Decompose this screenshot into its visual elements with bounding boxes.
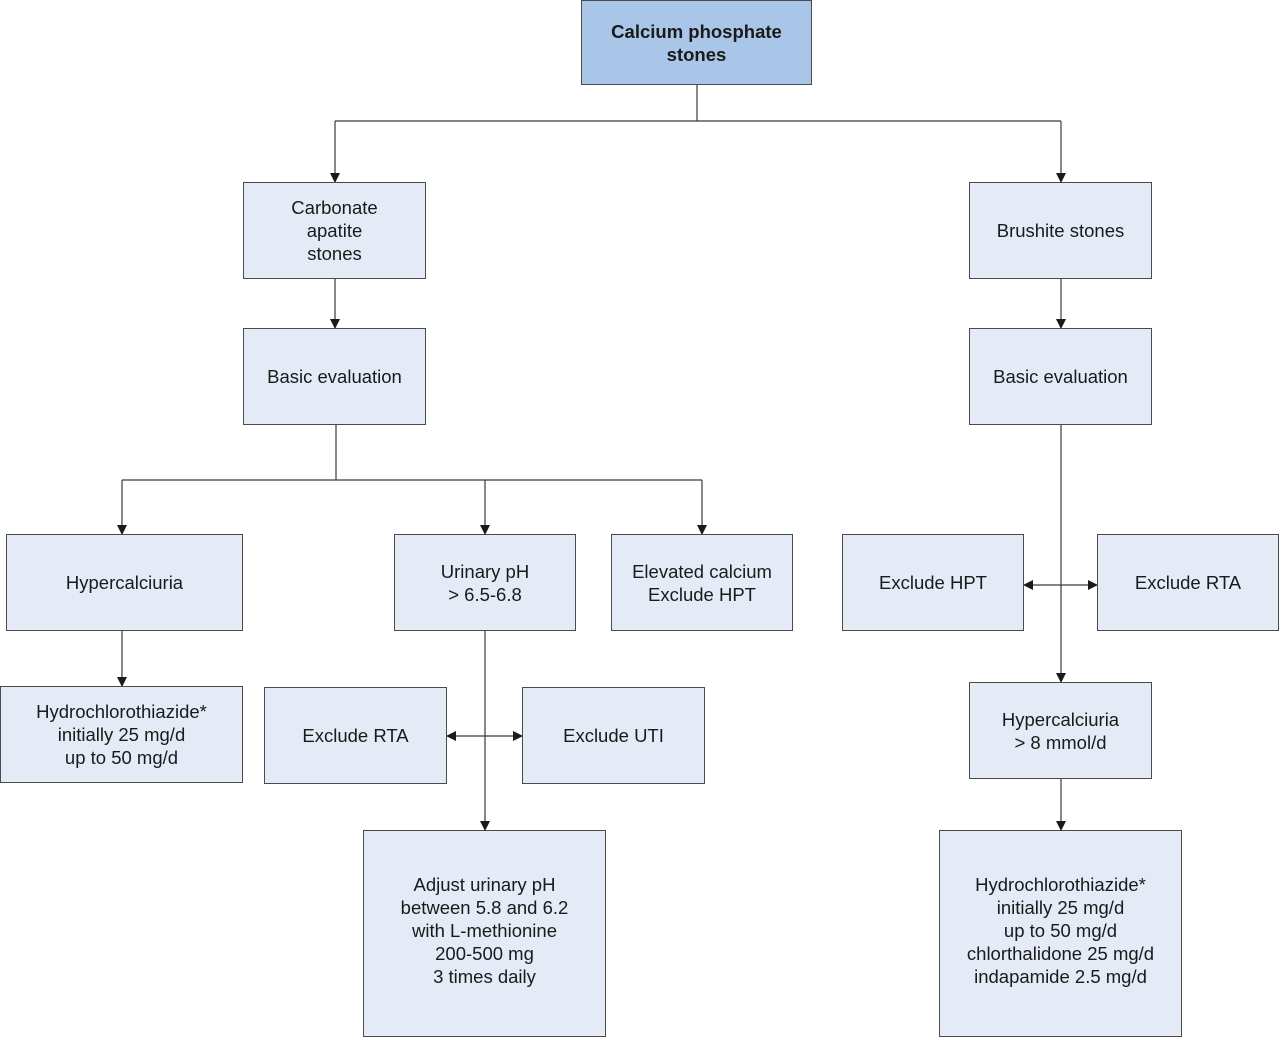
node-exclude-rta-left: Exclude RTA <box>264 687 447 784</box>
node-carbonate-apatite-stones: Carbonate apatite stones <box>243 182 426 279</box>
node-label: Hydrochlorothiazide* initially 25 mg/d u… <box>36 701 207 768</box>
node-label: Urinary pH > 6.5-6.8 <box>440 560 530 605</box>
node-label: Exclude RTA <box>302 725 409 746</box>
node-label: Exclude HPT <box>879 572 987 593</box>
node-hypercalciuria-left: Hypercalciuria <box>6 534 243 631</box>
node-label: Adjust urinary pH between 5.8 and 6.2 wi… <box>400 874 569 987</box>
node-label: Exclude UTI <box>563 725 664 746</box>
node-urinary-ph: Urinary pH > 6.5-6.8 <box>394 534 576 631</box>
node-hydrochlorothiazide-right: Hydrochlorothiazide* initially 25 mg/d u… <box>939 830 1182 1037</box>
node-label: Hypercalciuria <box>65 572 184 593</box>
node-exclude-uti: Exclude UTI <box>522 687 705 784</box>
node-label: Basic evaluation <box>993 366 1128 387</box>
node-basic-evaluation-left: Basic evaluation <box>243 328 426 425</box>
node-label: Hypercalciuria > 8 mmol/d <box>1001 708 1120 753</box>
node-elevated-calcium: Elevated calcium Exclude HPT <box>611 534 793 631</box>
node-hypercalciuria-right: Hypercalciuria > 8 mmol/d <box>969 682 1152 779</box>
node-calcium-phosphate-stones: Calcium phosphate stones <box>581 0 812 85</box>
node-label: Brushite stones <box>996 220 1125 241</box>
node-exclude-hpt-right: Exclude HPT <box>842 534 1024 631</box>
node-label: Calcium phosphate stones <box>611 20 782 65</box>
node-label: Basic evaluation <box>267 366 402 387</box>
node-brushite-stones: Brushite stones <box>969 182 1152 279</box>
node-basic-evaluation-right: Basic evaluation <box>969 328 1152 425</box>
node-label: Hydrochlorothiazide* initially 25 mg/d u… <box>966 874 1155 987</box>
node-label: Elevated calcium Exclude HPT <box>632 560 772 605</box>
node-exclude-rta-right: Exclude RTA <box>1097 534 1279 631</box>
node-hydrochlorothiazide-left: Hydrochlorothiazide* initially 25 mg/d u… <box>0 686 243 783</box>
node-adjust-urinary-ph: Adjust urinary pH between 5.8 and 6.2 wi… <box>363 830 606 1037</box>
node-label: Exclude RTA <box>1134 572 1242 593</box>
node-label: Carbonate apatite stones <box>291 197 378 264</box>
